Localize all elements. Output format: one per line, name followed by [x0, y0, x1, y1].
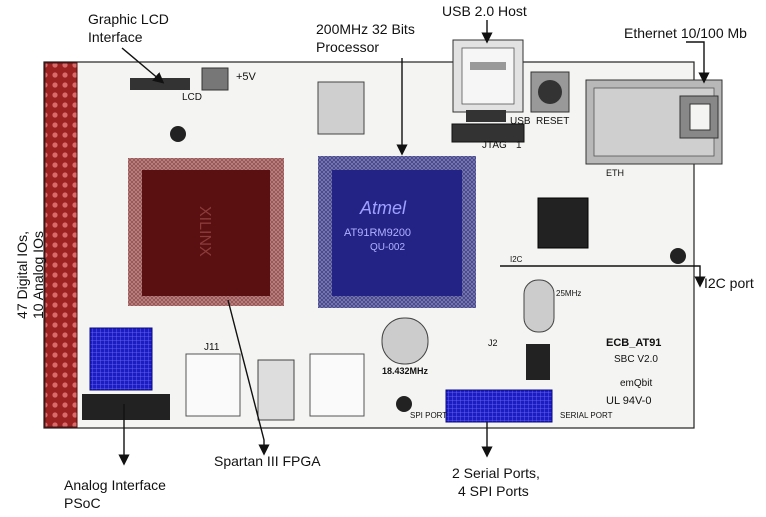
- label-ethernet: Ethernet 10/100 Mb: [624, 25, 747, 41]
- usb-connector: [452, 39, 524, 113]
- io-header: [44, 62, 78, 428]
- label-analog-interface: Analog Interface PSoC: [64, 476, 166, 512]
- label-usb-host: USB 2.0 Host: [442, 3, 527, 19]
- label-processor: 200MHz 32 Bits Processor: [316, 20, 415, 56]
- silk-board-rev: SBC V2.0: [614, 354, 658, 365]
- label-io-line2: 10 Analog IOs: [30, 231, 46, 319]
- arrow-fpga: [227, 299, 270, 456]
- mount-hole-1: [170, 126, 186, 142]
- silk-j11: J11: [204, 342, 220, 353]
- silk-brand: emQbit: [620, 378, 652, 389]
- silk-j2: J2: [488, 338, 498, 348]
- label-serial-line1: 2 Serial Ports,: [452, 465, 540, 481]
- spi-mux-chip: [257, 359, 295, 421]
- crystal-25mhz: [523, 279, 555, 333]
- reset-button: [530, 71, 570, 113]
- label-analog-line1: Analog Interface: [64, 477, 166, 493]
- silk-25mhz: 25MHz: [556, 289, 581, 298]
- label-io-side: 47 Digital IOs, 10 Analog IOs: [14, 215, 46, 335]
- mount-hole-3: [396, 396, 412, 412]
- spi-serial-header: [445, 389, 553, 423]
- mount-hole-2: [670, 248, 686, 264]
- silk-reset: RESET: [536, 116, 569, 127]
- silk-ul: UL 94V-0: [606, 395, 651, 407]
- socket-j11-right: [309, 353, 365, 417]
- lcd-connector: [130, 78, 190, 90]
- label-graphic-lcd-line2: Interface: [88, 29, 143, 45]
- silk-plus5v: +5V: [236, 71, 257, 83]
- usb-pin-strip: [466, 110, 506, 122]
- label-io-line1: 47 Digital IOs,: [14, 231, 30, 319]
- arrow-ethernet: [686, 41, 710, 84]
- silk-eth: ETH: [606, 168, 624, 178]
- processor-chip: [318, 156, 476, 308]
- cpu-pkg-text: QU-002: [370, 242, 405, 253]
- label-processor-line1: 200MHz 32 Bits: [316, 21, 415, 37]
- silk-board-name: ECB_AT91: [606, 337, 661, 349]
- arrow-lcd: [121, 47, 165, 84]
- cpu-brand-text: Atmel: [359, 198, 407, 218]
- psoc-chip: [89, 327, 153, 391]
- label-graphic-lcd: Graphic LCD Interface: [88, 10, 169, 46]
- silk-spi-port: SPI PORT: [410, 411, 447, 420]
- silk-18mhz: 18.432MHz: [382, 366, 429, 376]
- silk-jtag: JTAG: [482, 140, 507, 151]
- analog-header: [82, 394, 170, 420]
- silk-usb: USB: [510, 116, 531, 127]
- silk-serial-port: SERIAL PORT: [560, 411, 613, 420]
- fpga-chip: [128, 158, 284, 306]
- label-graphic-lcd-line1: Graphic LCD: [88, 11, 169, 27]
- power-connector: [201, 67, 229, 91]
- label-i2c-port: I2C port: [704, 275, 754, 291]
- jtag-header: [451, 123, 525, 143]
- crystal-18mhz: [381, 317, 429, 365]
- label-processor-line2: Processor: [316, 39, 380, 55]
- label-fpga: Spartan III FPGA: [214, 453, 321, 469]
- label-analog-line2: PSoC: [64, 495, 101, 511]
- arrow-i2c: [500, 265, 706, 288]
- cpu-part-text: AT91RM9200: [344, 227, 411, 239]
- fpga-brand-text: XILINX: [196, 206, 213, 257]
- serial-driver-chip: [526, 344, 550, 380]
- label-serial-spi: 2 Serial Ports, 4 SPI Ports: [452, 464, 540, 500]
- silk-lcd: LCD: [182, 92, 202, 103]
- silk-jtag-num: 1: [516, 140, 522, 151]
- ethernet-jack: [585, 79, 723, 165]
- label-serial-line2: 4 SPI Ports: [458, 483, 529, 499]
- socket-j11-left: [185, 353, 241, 417]
- ethernet-phy-chip: [537, 197, 589, 249]
- silk-i2c: I2C: [510, 255, 523, 264]
- voltage-regulator: [317, 81, 365, 135]
